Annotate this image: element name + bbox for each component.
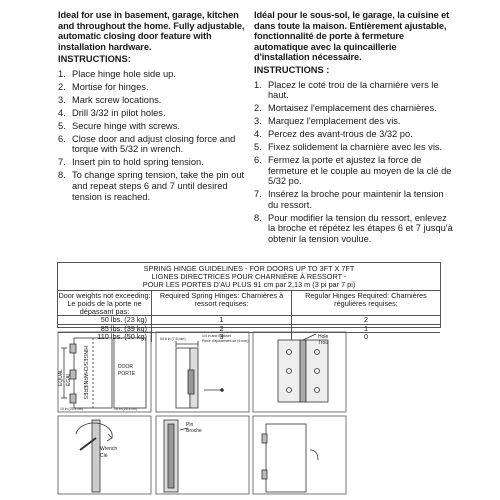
label-door: DOOR: [118, 364, 133, 370]
label-hinges-charnieres: HINGES/CHARNIÈRES: [82, 346, 89, 400]
list-item: 5.Secure hinge with screws.: [58, 120, 180, 131]
column-header-spring-hinges: Required Spring Hinges: Charnières à res…: [152, 291, 292, 315]
french-instructions-heading: INSTRUCTIONS :: [254, 64, 330, 75]
spring-hinge-guidelines-table: SPRING HINGE GUIDELINES - FOR DOORS UP T…: [57, 262, 441, 342]
wrench-adjust-figure: [57, 415, 152, 495]
list-item: 1.Placez le coté trou de la charnière ve…: [254, 79, 439, 101]
list-item: 3.Marquez l'emplacement des vis.: [254, 116, 401, 127]
list-item: 7.Insérez la broche pour maintenir la te…: [254, 189, 444, 210]
english-instructions-heading: INSTRUCTIONS:: [58, 54, 131, 65]
hinge-hole-figure: [252, 331, 347, 413]
french-column: Idéal pour le sous-sol, le garage, la cu…: [254, 10, 454, 247]
french-intro: Idéal pour le sous-sol, le garage, la cu…: [254, 10, 450, 63]
label-small-dim: 5/16 in (7.9 mm): [160, 337, 185, 341]
label-egal: ÉGAL: [65, 372, 72, 386]
backset-detail-figure: [155, 331, 250, 413]
table-row: 50 lbs. (23 kg) 1 2: [58, 316, 440, 325]
list-item: 2.Mortise for hinges.: [58, 81, 149, 92]
label-porte: PORTE: [118, 371, 136, 377]
english-intro: Ideal for use in basement, garage, kitch…: [58, 10, 245, 52]
list-item: 6.Fermez la porte et ajustez la force de…: [254, 155, 452, 187]
list-item: 8.To change spring tension, take the pin…: [58, 170, 245, 202]
column-header-door-weight: Door weights not exceeding: Le poids de …: [58, 291, 152, 316]
table-row: 110 lbs. (50 kg) 3 0: [58, 333, 440, 342]
label-backset: 1/4 in and Backset: [202, 334, 231, 338]
list-item: 4.Drill 3/32 in pilot holes.: [58, 107, 166, 118]
list-item: 2.Mortaisez l'emplacement des charnières…: [254, 103, 437, 114]
list-item: 6.Close door and adjust closing force an…: [58, 133, 236, 155]
label-cle: Clé: [100, 453, 108, 459]
label-broche: Broche: [186, 428, 202, 434]
table-header-row: Door weights not exceeding: Le poids de …: [58, 291, 440, 316]
label-wrench: Wrench: [100, 446, 117, 452]
door-closing-figure: [252, 415, 347, 495]
list-item: 3.Mark screw locations.: [58, 94, 162, 105]
english-column: Ideal for use in basement, garage, kitch…: [58, 10, 246, 205]
label-backset-fr: Pièce d'ajustement de (6 mm): [202, 339, 248, 343]
label-dim-right: 10 in (25.4 cm): [114, 407, 137, 411]
french-steps-list: 1.Placez le coté trou de la charnière ve…: [254, 80, 454, 245]
list-item: 8.Pour modifier la tension du ressort, e…: [254, 212, 453, 245]
list-item: 4.Percez des avant-trous de 3/32 po.: [254, 129, 413, 140]
label-equal: EQUAL: [58, 369, 64, 386]
label-hole: Hole: [318, 334, 329, 340]
label-dim-left: 10 in (25.4 cm): [60, 407, 83, 411]
installation-diagrams: EQUAL ÉGAL HINGES/CHARNIÈRES DOOR PORTE …: [57, 331, 347, 495]
label-pin: Pin: [186, 422, 193, 428]
pin-insert-figure: [155, 415, 250, 495]
list-item: 1.Place hinge hole side up.: [58, 68, 176, 79]
label-trou: Trou: [318, 340, 328, 346]
table-title: SPRING HINGE GUIDELINES - FOR DOORS UP T…: [58, 263, 440, 291]
door-hinge-spacing-figure: [57, 331, 152, 413]
list-item: 7.Insert pin to hold spring tension.: [58, 157, 204, 168]
column-header-regular-hinges: Regular Hinges Required: Charnières régu…: [305, 291, 427, 308]
list-item: 5.Fixez solidement la charnière avec les…: [254, 142, 443, 153]
english-steps-list: 1.Place hinge hole side up. 2.Mortise fo…: [58, 69, 246, 202]
